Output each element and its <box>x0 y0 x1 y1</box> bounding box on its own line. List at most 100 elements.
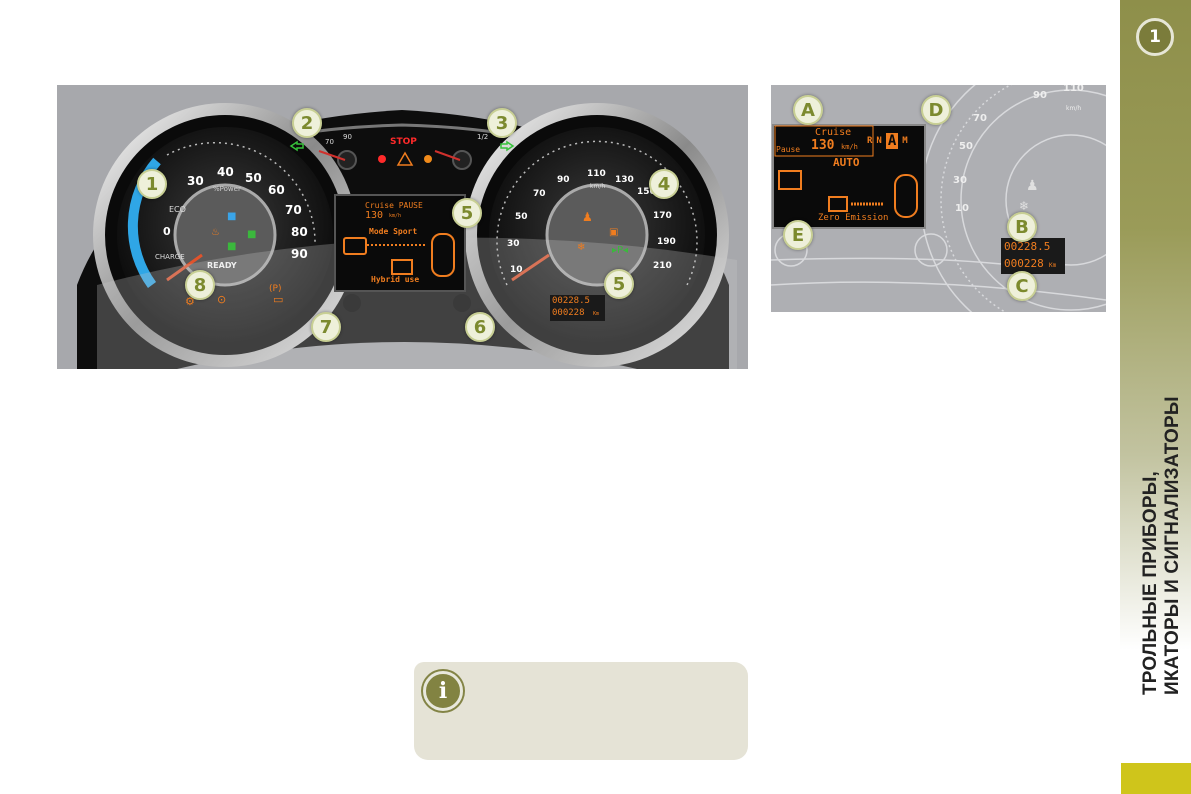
svg-text:■: ■ <box>227 241 236 252</box>
power-gauge: 30 40 50 60 70 80 90 %Power ECO 0 CHARGE… <box>57 85 397 369</box>
svg-text:❄: ❄ <box>1019 199 1029 213</box>
odometer-unit: Km <box>1049 262 1057 269</box>
fuel-tick-half: 1/2 <box>477 133 489 141</box>
speed-tick-170: 170 <box>653 211 672 221</box>
callout-6: 6 <box>465 312 495 342</box>
svg-text:⊙: ⊙ <box>217 293 226 306</box>
speed-tick-90: 90 <box>1033 90 1047 101</box>
callout-1: 1 <box>137 169 167 199</box>
callout-c: C <box>1007 271 1037 301</box>
callout-2: 2 <box>292 108 322 138</box>
stop-warning-label: STOP <box>390 137 417 147</box>
power-tick-50: 50 <box>245 171 262 185</box>
speed-tick-50: 50 <box>959 141 973 152</box>
svg-text:■: ■ <box>247 229 256 240</box>
trip-odometer: 00228.5 <box>552 296 590 306</box>
callout-7: 7 <box>311 312 341 342</box>
callout-4: 4 <box>649 169 679 199</box>
cruise-label: Cruise <box>815 127 852 138</box>
speed-tick-130: 130 <box>615 175 634 185</box>
drive-mode: Mode Sport <box>369 227 418 236</box>
zero-label: 0 <box>163 225 171 238</box>
speed-tick-10: 10 <box>510 265 523 275</box>
speed-tick-110: 110 <box>1063 85 1084 94</box>
multifunction-display: Cruise PAUSE 130 km/h Mode Sport Hybrid … <box>337 197 463 289</box>
total-odometer: 000228 <box>1004 257 1044 270</box>
power-tick-30: 30 <box>187 174 204 188</box>
speed-tick-30: 30 <box>953 175 967 186</box>
info-note-box <box>414 662 748 760</box>
speed-tick-30: 30 <box>507 239 520 249</box>
callout-e: E <box>783 220 813 250</box>
display-detail-figure: ♟ ❄ Cruise Pause 130 km/h R N A M AUTO Z… <box>771 85 1106 312</box>
callout-d: D <box>921 95 951 125</box>
section-title: ТРОЛЬНЫЕ ПРИБОРЫ, ИКАТОРЫ И СИГНАЛИЗАТОР… <box>1140 285 1191 695</box>
speed-unit: km/h <box>590 183 606 190</box>
speed-unit: km/h <box>1066 105 1082 112</box>
pause-label: Pause <box>776 145 801 154</box>
display-detail-artwork: ♟ ❄ <box>771 85 1106 312</box>
power-tick-90: 90 <box>291 247 308 261</box>
svg-text:⚙: ⚙ <box>185 295 195 308</box>
gear-selector: R N A M <box>867 133 908 149</box>
cruise-speed: 130 <box>365 210 384 221</box>
section-title-line2: ИКАТОРЫ И СИГНАЛИЗАТОРЫ <box>1162 396 1183 695</box>
instrument-cluster-figure: ⚙ ⊙ (P) ▭ ♨ ■ ■ ■ ♟ ▣ ❄ ▸P◂ 30 40 50 60 … <box>57 85 748 369</box>
ready-status: READY <box>207 261 237 270</box>
info-icon: i <box>423 671 463 711</box>
callout-8: 8 <box>185 270 215 300</box>
gear-a-selected: A <box>885 133 899 149</box>
power-label: %Power <box>213 185 241 193</box>
gear-m: M <box>902 136 908 146</box>
speed-tick-70: 70 <box>973 113 987 124</box>
temp-tick-70: 70 <box>325 138 334 146</box>
callout-5-display: 5 <box>452 198 482 228</box>
temp-tick-90: 90 <box>343 133 352 141</box>
svg-text:▣: ▣ <box>609 227 618 238</box>
speed-tick-90: 90 <box>557 175 570 185</box>
drive-mode: AUTO <box>833 156 860 169</box>
cruise-status: Cruise PAUSE <box>365 201 423 210</box>
speed-tick-210: 210 <box>653 261 672 271</box>
svg-text:♟: ♟ <box>1026 178 1039 194</box>
eco-zone-label: ECO <box>169 205 186 214</box>
speed-tick-110: 110 <box>587 169 606 179</box>
cruise-speed: 130 <box>811 138 835 153</box>
chapter-sidebar <box>1120 0 1191 650</box>
speed-tick-10: 10 <box>955 203 969 214</box>
car-icon <box>431 233 455 277</box>
power-tick-40: 40 <box>217 165 234 179</box>
gear-n: N <box>876 136 882 146</box>
section-title-line1: ТРОЛЬНЫЕ ПРИБОРЫ, <box>1140 471 1161 695</box>
svg-text:♨: ♨ <box>211 227 220 238</box>
svg-text:▸P◂: ▸P◂ <box>612 245 628 256</box>
trip-odometer: 00228.5 <box>1004 240 1051 253</box>
svg-text:(P): (P) <box>269 284 281 294</box>
energy-flow-label: Hybrid use <box>371 275 420 284</box>
engine-icon <box>343 237 367 255</box>
charge-zone-label: CHARGE <box>155 253 185 261</box>
energy-flow-label: Zero Emission <box>818 213 889 223</box>
power-tick-70: 70 <box>285 203 302 217</box>
speed-tick-150: 150 <box>637 187 656 197</box>
callout-3: 3 <box>487 108 517 138</box>
callout-5-speedo: 5 <box>604 269 634 299</box>
callout-a: A <box>793 95 823 125</box>
speedometer: 10 30 50 70 90 110 130 150 170 190 210 k… <box>457 85 748 369</box>
cruise-unit: km/h <box>389 213 402 219</box>
cruise-unit: km/h <box>841 143 858 151</box>
total-odometer: 000228 <box>552 308 585 318</box>
power-tick-60: 60 <box>268 183 285 197</box>
svg-text:▭: ▭ <box>273 293 283 306</box>
chapter-number-badge: 1 <box>1136 18 1174 56</box>
flow-arrow <box>367 244 425 246</box>
speed-tick-70: 70 <box>533 189 546 199</box>
callout-b: B <box>1007 212 1037 242</box>
speed-tick-190: 190 <box>657 237 676 247</box>
gear-r: R <box>867 136 873 146</box>
svg-text:❄: ❄ <box>577 242 585 253</box>
speed-tick-50: 50 <box>515 212 528 222</box>
battery-icon <box>391 259 413 275</box>
svg-text:■: ■ <box>227 211 236 222</box>
power-tick-80: 80 <box>291 225 308 239</box>
